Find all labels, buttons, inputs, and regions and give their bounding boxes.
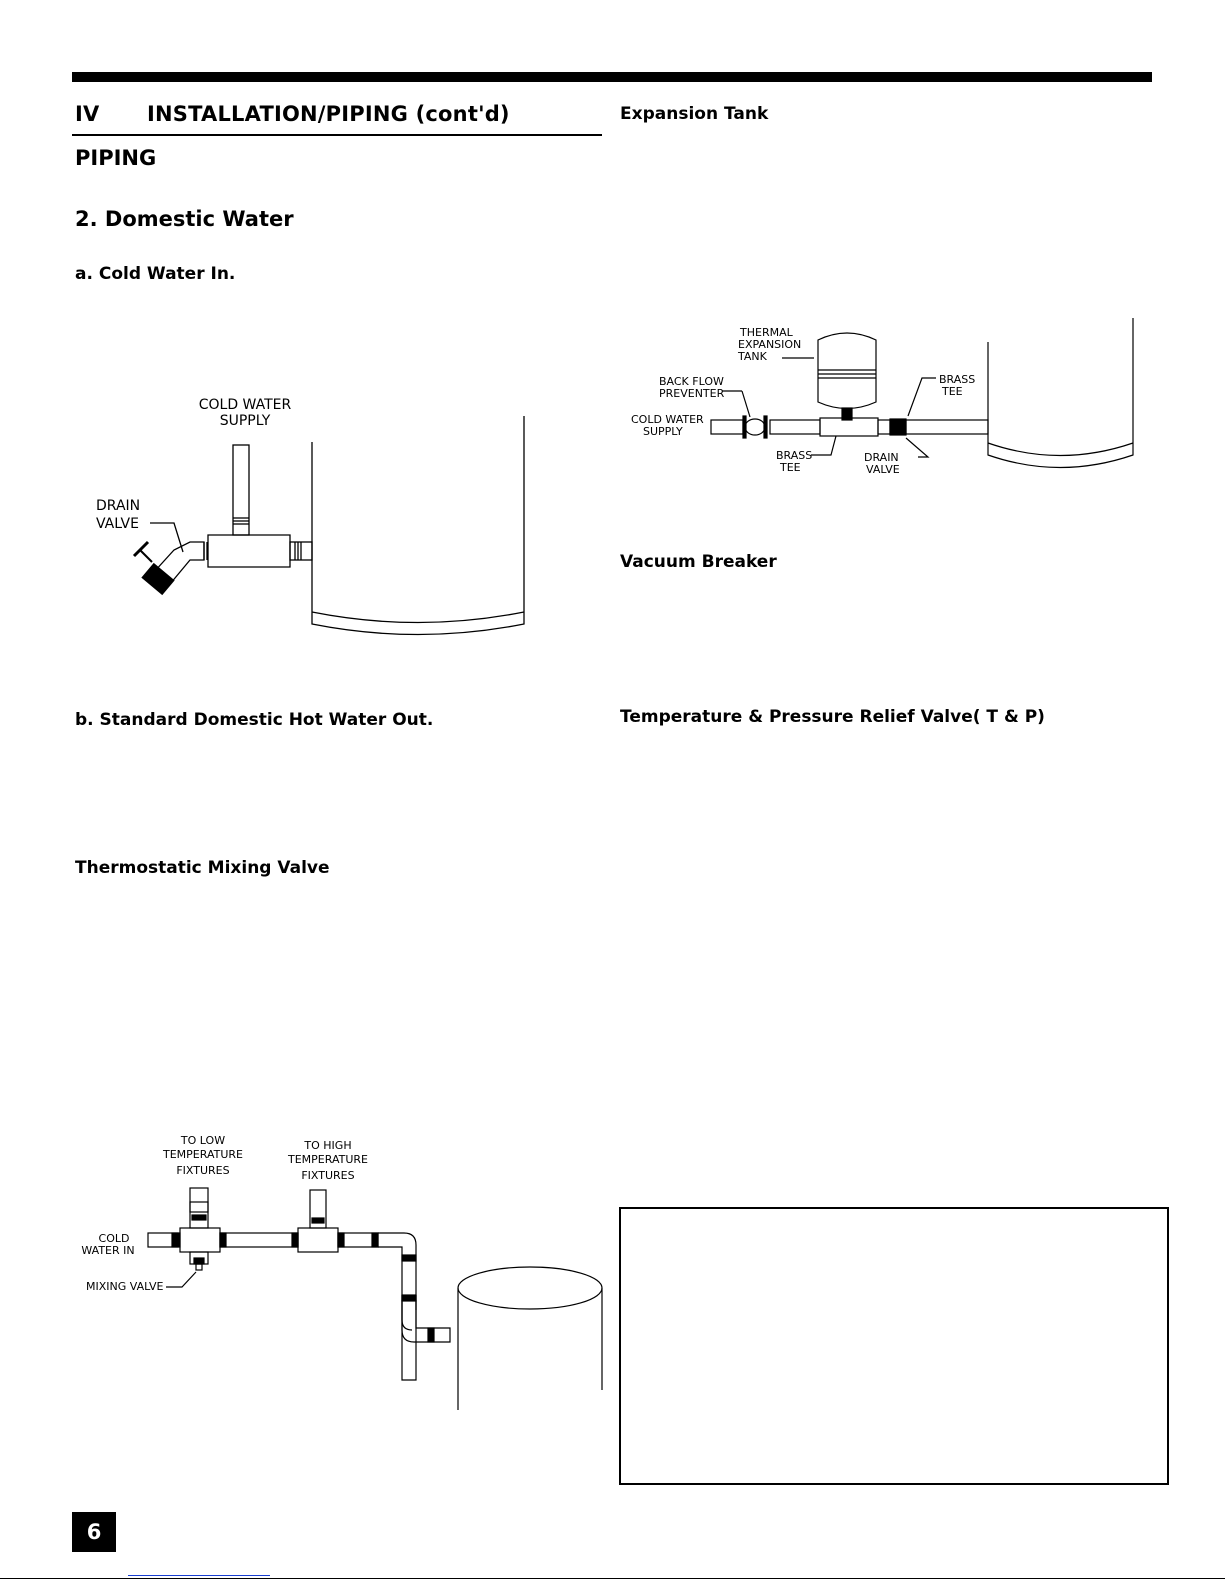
expansion-tank-diagram: THERMAL EXPANSION TANK BACK FLOW PREVENT…	[631, 318, 1134, 476]
section-name: INSTALLATION/PIPING (cont'd)	[147, 102, 510, 126]
notice-box	[619, 1207, 1169, 1485]
thermal-expansion-tank	[817, 332, 877, 410]
cold-tee	[207, 534, 291, 568]
footer-link-underline	[128, 1575, 270, 1576]
cold-water-diagram: COLD WATER SUPPLY DRAIN VALVE	[96, 397, 525, 636]
mixing-valve-label: MIXING VALVE	[86, 1280, 164, 1293]
water-heater-tank	[311, 416, 525, 636]
drain-valve-leader	[150, 522, 184, 553]
exp-supply-label-1: COLD WATER	[631, 413, 704, 426]
high-temp-riser	[309, 1189, 327, 1229]
brass-tee-label-1b: TEE	[779, 461, 801, 474]
heading-hot-water-out: b. Standard Domestic Hot Water Out.	[75, 710, 434, 730]
drain-valve-label-1: DRAIN	[96, 498, 140, 514]
drain-label-1: DRAIN	[864, 451, 899, 464]
cold-in-label-1: COLD	[99, 1232, 130, 1245]
mixing-valve-body	[179, 1227, 221, 1253]
heading-domestic-water: 2. Domestic Water	[75, 207, 294, 231]
section-number: IV	[75, 102, 100, 126]
brass-tee-label-1a: BRASS	[776, 449, 812, 462]
heading-mixing-valve: Thermostatic Mixing Valve	[75, 858, 330, 878]
exp-water-heater-tank	[987, 318, 1134, 469]
cold-supply-label-1: COLD WATER	[199, 397, 292, 413]
bfp-label-1: BACK FLOW	[659, 375, 724, 388]
low-temp-label-3: FIXTURES	[176, 1164, 229, 1177]
section-title: IV INSTALLATION/PIPING (cont'd)	[75, 102, 510, 126]
brass-tee-1	[819, 417, 879, 437]
high-temp-label-2: TEMPERATURE	[287, 1153, 368, 1166]
drain-valve	[889, 418, 907, 436]
section-title-rule	[72, 134, 602, 136]
bfp-label-2: PREVENTER	[659, 387, 725, 400]
heading-tp-valve: Temperature & Pressure Relief Valve( T &…	[620, 707, 1045, 727]
drain-valve-label-2: VALVE	[96, 516, 139, 532]
high-temp-tee	[297, 1227, 339, 1253]
drain-valve-body	[153, 541, 205, 585]
low-temp-riser	[189, 1187, 209, 1213]
high-temp-label-3: FIXTURES	[301, 1169, 354, 1182]
footer-rule	[0, 1578, 1225, 1579]
page-number: 6	[72, 1512, 116, 1552]
heading-cold-water-in: a. Cold Water In.	[75, 264, 236, 284]
low-temp-label-1: TO LOW	[180, 1134, 225, 1147]
tank-label-3: TANK	[737, 350, 768, 363]
exp-supply-label-2: SUPPLY	[643, 425, 683, 438]
cold-supply-label-2: SUPPLY	[220, 413, 271, 429]
brass-tee-label-2a: BRASS	[939, 373, 975, 386]
heading-vacuum-breaker: Vacuum Breaker	[620, 552, 777, 572]
high-temp-label-1: TO HIGH	[303, 1139, 351, 1152]
heading-expansion-tank: Expansion Tank	[620, 104, 769, 124]
header-rule	[72, 72, 1152, 82]
back-flow-preventer	[744, 418, 766, 436]
mixing-valve-leader	[166, 1271, 197, 1288]
tank-label-1: THERMAL	[739, 326, 794, 339]
tank-label-2: EXPANSION	[738, 338, 801, 351]
cold-in-label-2: WATER IN	[81, 1244, 134, 1257]
drain-label-2: VALVE	[866, 463, 900, 476]
brass-tee-label-2b: TEE	[941, 385, 963, 398]
low-temp-label-2: TEMPERATURE	[162, 1148, 243, 1161]
mixing-valve-diagram: TO LOW TEMPERATURE FIXTURES TO HIGH TEMP…	[81, 1134, 603, 1410]
hot-out-elbow	[378, 1232, 417, 1381]
mixing-water-heater-tank	[457, 1266, 603, 1310]
exp-cold-supply-pipe	[710, 419, 744, 435]
heading-piping: PIPING	[75, 146, 157, 170]
tank-inlet-pipe	[401, 1300, 451, 1343]
